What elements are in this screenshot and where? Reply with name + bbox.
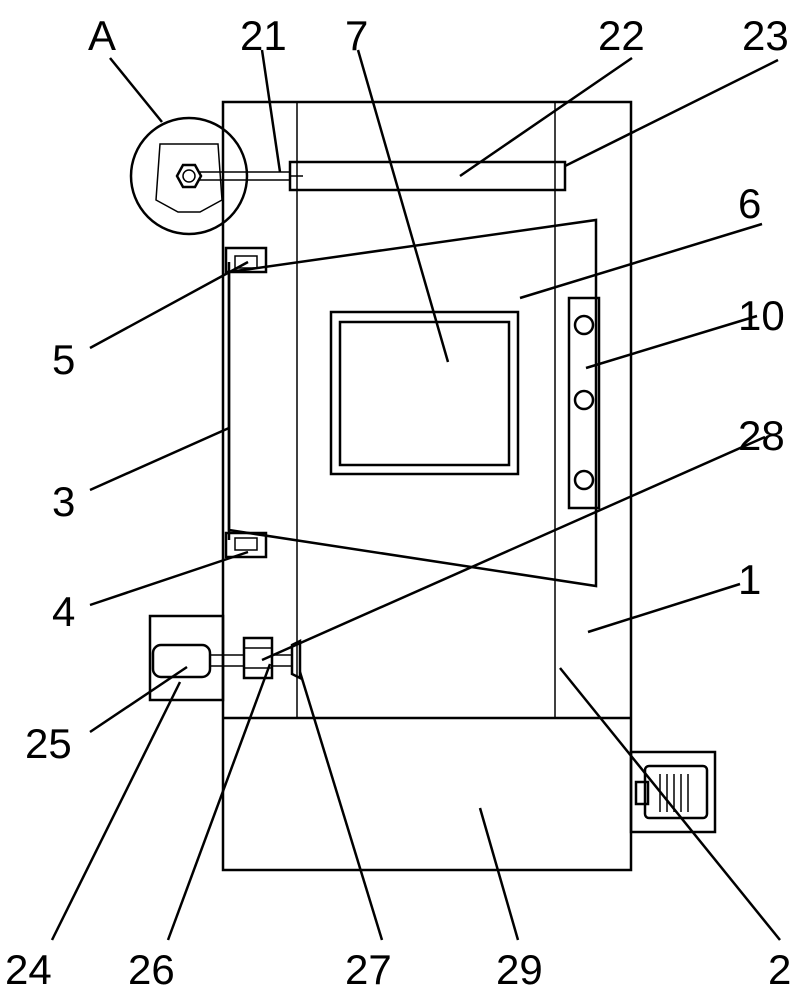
slide-block xyxy=(242,636,274,680)
leader-1 xyxy=(587,582,741,634)
motor-housing xyxy=(643,764,709,820)
lower-hinge-inner xyxy=(234,537,258,551)
label-22: 22 xyxy=(598,12,645,59)
leader-25 xyxy=(89,665,188,734)
label-3: 3 xyxy=(52,478,75,525)
wheel-a xyxy=(129,116,249,236)
label-21: 21 xyxy=(240,12,287,59)
label-1: 1 xyxy=(738,556,761,603)
leader-6 xyxy=(519,222,763,300)
wheel-a-bracket xyxy=(155,143,223,213)
label-4: 4 xyxy=(52,588,75,635)
leader-27 xyxy=(298,671,384,941)
label-29: 29 xyxy=(496,946,543,993)
leader-4 xyxy=(89,550,249,607)
push-head xyxy=(290,638,302,681)
leader-10 xyxy=(585,314,758,370)
door-panel xyxy=(227,218,598,588)
leader-23 xyxy=(564,58,779,168)
upper-hinge xyxy=(224,246,268,274)
top-guide-housing xyxy=(288,160,567,192)
label-6: 6 xyxy=(738,180,761,227)
window-outer xyxy=(329,310,520,476)
button-panel xyxy=(567,296,601,510)
leader-21 xyxy=(260,49,282,173)
leader-29 xyxy=(478,807,520,941)
cabinet-body xyxy=(221,100,633,872)
leader-26 xyxy=(166,663,272,941)
label-23: 23 xyxy=(742,12,789,59)
leader-28 xyxy=(261,435,766,662)
label-25: 25 xyxy=(25,720,72,767)
leader-2 xyxy=(559,667,781,941)
leader-5 xyxy=(89,260,249,350)
label-2: 2 xyxy=(768,946,791,993)
label-26: 26 xyxy=(128,946,175,993)
button-bottom xyxy=(573,469,595,491)
label-24: 24 xyxy=(5,946,52,993)
drive-cylinder xyxy=(151,643,212,679)
upper-hinge-inner xyxy=(234,255,258,269)
wheel-a-axle xyxy=(182,169,196,183)
button-top xyxy=(573,314,595,336)
button-middle xyxy=(573,389,595,411)
leader-3 xyxy=(89,426,230,492)
side-mount-box xyxy=(148,614,225,702)
label-10: 10 xyxy=(738,292,785,339)
motor-shaft-cap xyxy=(634,780,650,806)
label-7: 7 xyxy=(345,12,368,59)
wheel-a-hex-nut xyxy=(175,163,203,189)
label-27: 27 xyxy=(345,946,392,993)
label-28: 28 xyxy=(738,412,785,459)
label-5: 5 xyxy=(52,336,75,383)
leader-7 xyxy=(356,49,450,363)
label-a: A xyxy=(88,12,116,59)
leader-22 xyxy=(459,56,633,178)
motor-mount xyxy=(629,750,717,834)
window-inner xyxy=(338,320,511,467)
leader-24 xyxy=(50,681,182,941)
leader-a xyxy=(109,57,163,123)
